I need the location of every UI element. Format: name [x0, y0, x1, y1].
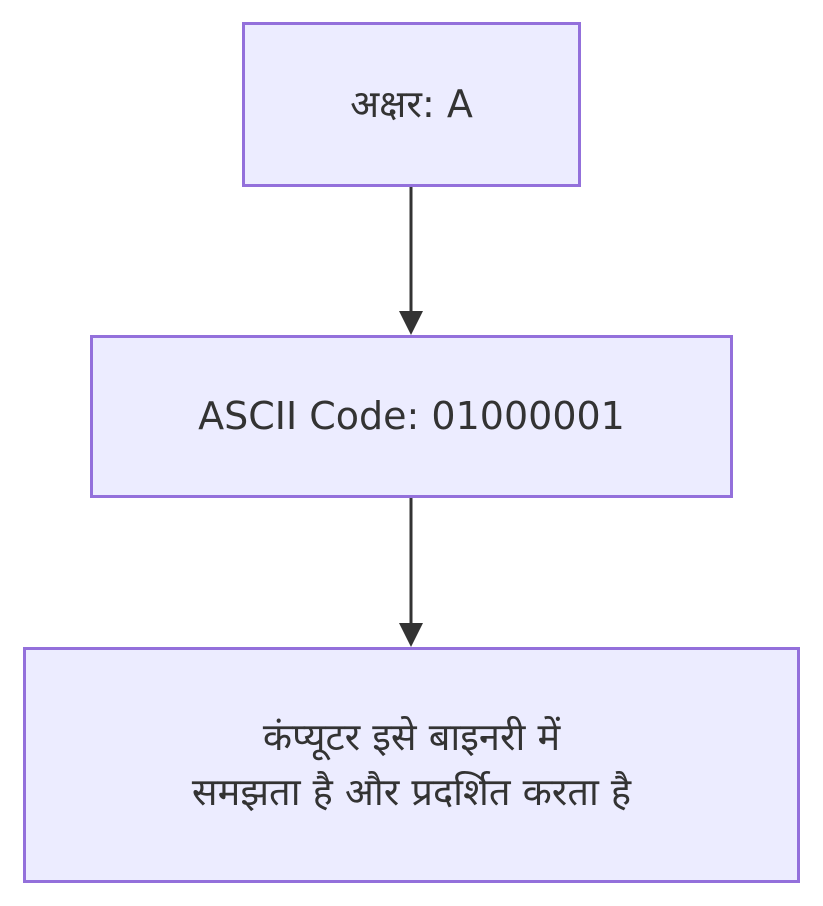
flowchart-node-ascii-code[interactable]: ASCII Code: 01000001 [90, 335, 733, 498]
flowchart-node-computer-binary[interactable]: कंप्यूटर इसे बाइनरी में समझता है और प्रद… [23, 647, 800, 883]
edge-node-1-to-node-2 [399, 187, 423, 335]
node-label-line: अक्षर: A [350, 81, 473, 126]
arrowhead-icon [399, 311, 423, 335]
edge-node-2-to-node-3 [399, 498, 423, 647]
node-label-line: कंप्यूटर इसे बाइनरी में [262, 714, 561, 759]
node-label-line: ASCII Code: 01000001 [198, 393, 625, 438]
arrowhead-icon [399, 623, 423, 647]
flowchart-node-character[interactable]: अक्षर: A [242, 22, 581, 187]
node-label-line: समझता है और प्रदर्शित करता है [191, 770, 632, 814]
